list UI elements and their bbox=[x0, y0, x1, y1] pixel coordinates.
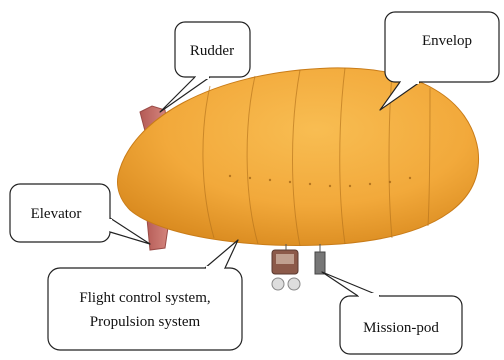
mission-pod-label: Mission-pod bbox=[363, 320, 439, 336]
mission-pod-hardware bbox=[272, 244, 325, 290]
rudder-label: Rudder bbox=[190, 43, 234, 59]
airship-envelope bbox=[118, 68, 479, 245]
elevator-label: Elevator bbox=[31, 206, 82, 222]
propulsion-label: Propulsion system bbox=[90, 314, 201, 330]
flight-control-callout: Flight control system, Propulsion system bbox=[48, 240, 242, 350]
envelop-label: Envelop bbox=[422, 33, 472, 49]
mission-pod-callout: Mission-pod bbox=[322, 272, 462, 354]
flight-control-label: Flight control system, bbox=[79, 290, 210, 306]
